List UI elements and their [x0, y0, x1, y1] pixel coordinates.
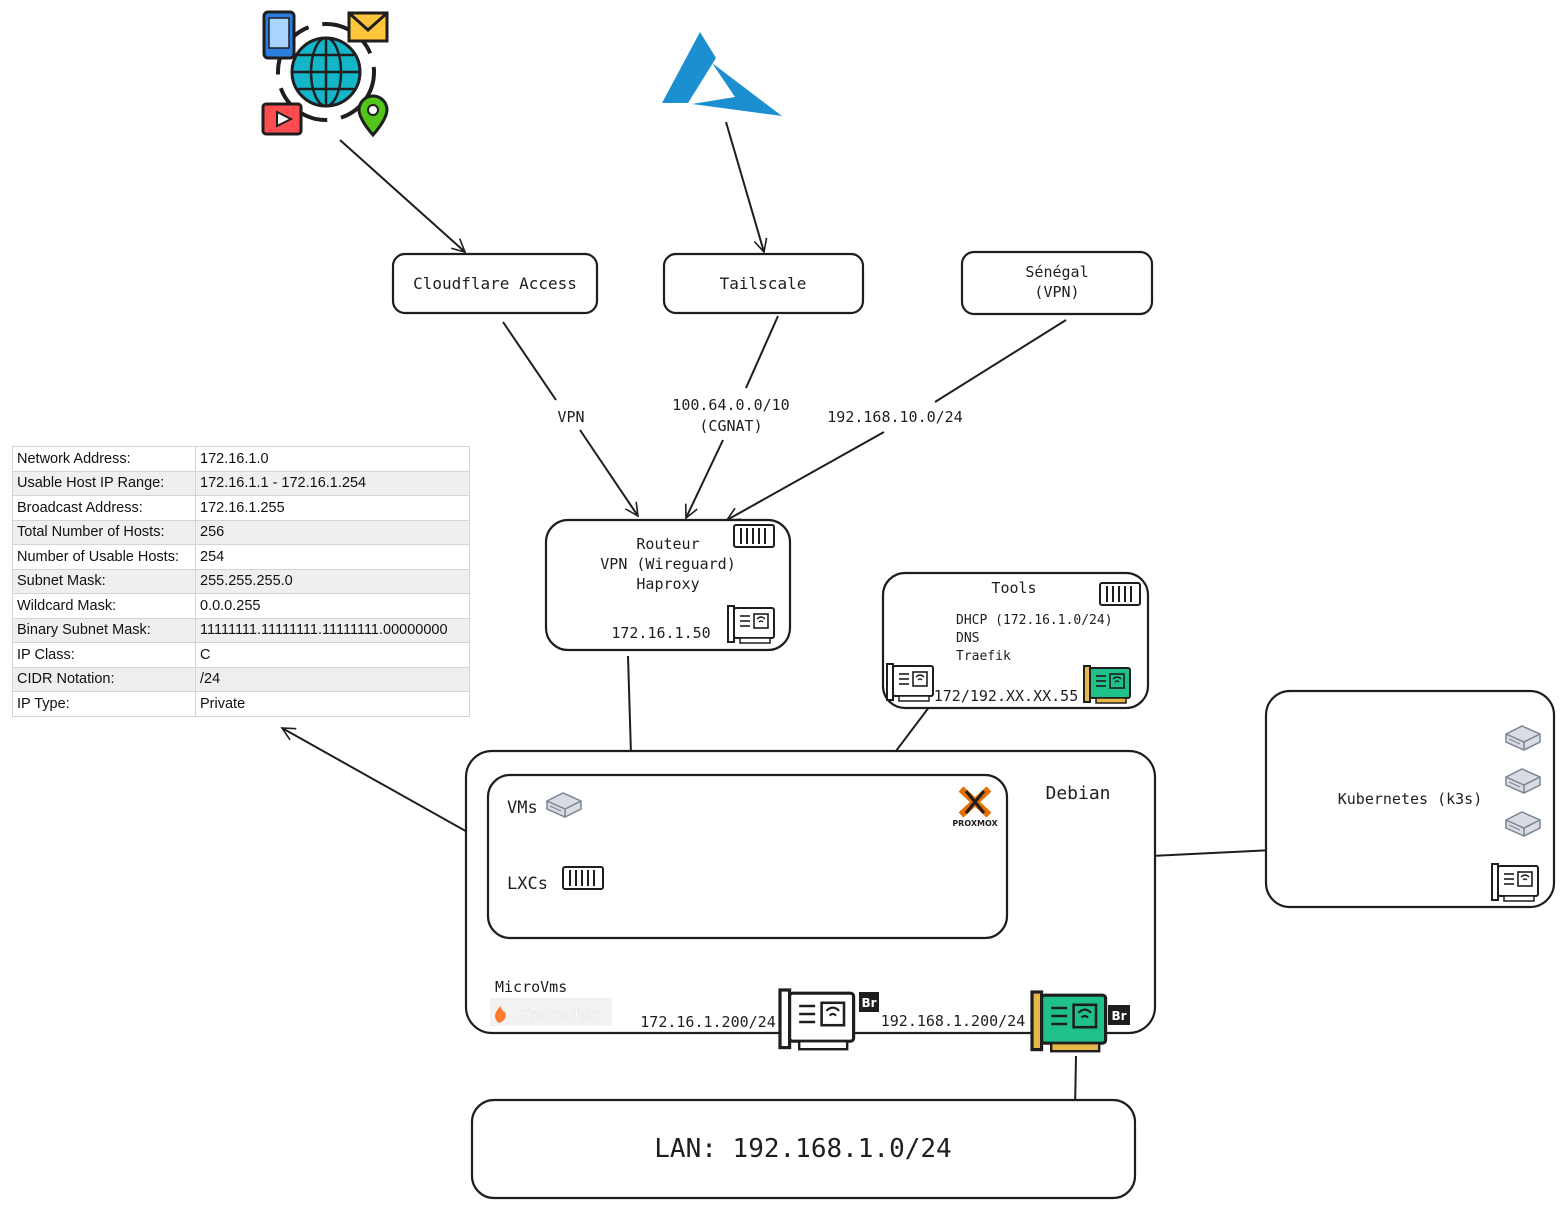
senegal-vpn-label: (VPN) [1034, 283, 1079, 301]
table-row: Number of Usable Hosts:254 [12, 544, 470, 570]
bridge2-ip: 192.168.1.200/24 [881, 1012, 1026, 1030]
cloudflare-access-node: Cloudflare Access [391, 252, 599, 315]
tailscale-label: Tailscale [720, 274, 807, 293]
edge-label-cgnat-sub: (CGNAT) [699, 417, 762, 435]
router-node: Routeur VPN (Wireguard) Haproxy 172.16.1… [544, 518, 792, 652]
table-row: IP Class:C [12, 642, 470, 668]
table-label-cell: IP Class: [12, 642, 196, 668]
table-label-cell: Broadcast Address: [12, 495, 196, 521]
tools-ip: 172/192.XX.XX.55 [934, 687, 1079, 705]
table-value-cell: 0.0.0.255 [195, 593, 470, 619]
edge-label-senegal-net: 192.168.10.0/24 [827, 408, 962, 426]
container-icon [562, 866, 604, 890]
tools-dhcp-label: DHCP (172.16.1.0/24) [956, 613, 1113, 628]
senegal-label: Sénégal [1025, 263, 1088, 281]
table-row: Wildcard Mask:0.0.0.255 [12, 593, 470, 619]
firecracker-logo-icon: Firecracker [490, 998, 612, 1026]
table-label-cell: IP Type: [12, 691, 196, 717]
internet-services-icon [261, 10, 389, 138]
bridge1-ip: 172.16.1.200/24 [640, 1013, 775, 1031]
router-haproxy-label: Haproxy [636, 575, 699, 593]
bridge1-nic: Br [778, 988, 879, 1051]
tools-dns-label: DNS [956, 631, 979, 646]
table-value-cell: 172.16.1.0 [195, 446, 470, 472]
edge-label-vpn: VPN [557, 408, 584, 426]
table-value-cell: /24 [195, 666, 470, 692]
azure-logo-icon [662, 32, 782, 116]
container-icon [733, 524, 775, 548]
bridge1-br-label: Br [861, 996, 876, 1010]
network-card-icon [727, 605, 775, 644]
table-row: Usable Host IP Range:172.16.1.1 - 172.16… [12, 470, 470, 496]
bridge2-nic: Br [1030, 990, 1130, 1053]
kubernetes-label: Kubernetes (k3s) [1338, 790, 1483, 808]
router-title: Routeur [636, 535, 699, 553]
table-value-cell: 255.255.255.0 [195, 568, 470, 594]
table-label-cell: Binary Subnet Mask: [12, 617, 196, 643]
microvms-label: MicroVms [495, 978, 567, 996]
table-label-cell: Number of Usable Hosts: [12, 544, 196, 570]
table-value-cell: Private [195, 691, 470, 717]
network-card-icon [1491, 863, 1539, 902]
debian-host: Debian VMs LXCs PROXMOX MicroVms Firecra… [464, 749, 1157, 1053]
bridge2-br-label: Br [1111, 1009, 1126, 1023]
senegal-vpn-node: Sénégal (VPN) [960, 250, 1154, 316]
kubernetes-node: Kubernetes (k3s) [1264, 689, 1556, 909]
network-card-icon [886, 663, 934, 702]
table-row: Network Address:172.16.1.0 [12, 446, 470, 472]
router-vpn-label: VPN (Wireguard) [600, 555, 735, 573]
proxmox-box: VMs LXCs PROXMOX [486, 773, 1009, 940]
table-row: IP Type:Private [12, 691, 470, 717]
vms-label: VMs [507, 798, 538, 818]
table-value-cell: 256 [195, 519, 470, 545]
firecracker-label: Firecracker [517, 1007, 598, 1024]
table-row: Total Number of Hosts:256 [12, 519, 470, 545]
table-value-cell: 11111111.11111111.11111111.00000000 [195, 617, 470, 643]
lan-label: LAN: 192.168.1.0/24 [654, 1134, 951, 1164]
table-label-cell: Total Number of Hosts: [12, 519, 196, 545]
edge-label-cgnat: 100.64.0.0/10 [672, 396, 789, 414]
table-label-cell: CIDR Notation: [12, 666, 196, 692]
table-row: Broadcast Address:172.16.1.255 [12, 495, 470, 521]
table-row: CIDR Notation:/24 [12, 666, 470, 692]
debian-label: Debian [1045, 783, 1110, 804]
router-ip: 172.16.1.50 [611, 624, 710, 642]
table-value-cell: 172.16.1.255 [195, 495, 470, 521]
tailscale-node: Tailscale [662, 252, 865, 315]
lxcs-label: LXCs [507, 874, 548, 894]
network-card-icon [778, 988, 856, 1051]
table-value-cell: 254 [195, 544, 470, 570]
table-value-cell: C [195, 642, 470, 668]
table-value-cell: 172.16.1.1 - 172.16.1.254 [195, 470, 470, 496]
cloudflare-access-label: Cloudflare Access [413, 274, 577, 293]
tools-title: Tools [991, 579, 1036, 597]
tools-traefik-label: Traefik [956, 649, 1011, 664]
container-icon [1099, 582, 1141, 606]
table-label-cell: Usable Host IP Range: [12, 470, 196, 496]
proxmox-logo-text: PROXMOX [952, 819, 998, 828]
table-row: Subnet Mask:255.255.255.0 [12, 568, 470, 594]
table-label-cell: Network Address: [12, 446, 196, 472]
table-label-cell: Subnet Mask: [12, 568, 196, 594]
proxmox-logo-icon: PROXMOX [952, 786, 999, 828]
table-row: Binary Subnet Mask:11111111.11111111.111… [12, 617, 470, 643]
network-card-green-icon [1083, 665, 1131, 704]
table-label-cell: Wildcard Mask: [12, 593, 196, 619]
lan-node: LAN: 192.168.1.0/24 [470, 1098, 1137, 1200]
network-card-green-icon [1030, 990, 1108, 1053]
tools-node: Tools DHCP (172.16.1.0/24) DNS Traefik 1… [881, 571, 1150, 710]
